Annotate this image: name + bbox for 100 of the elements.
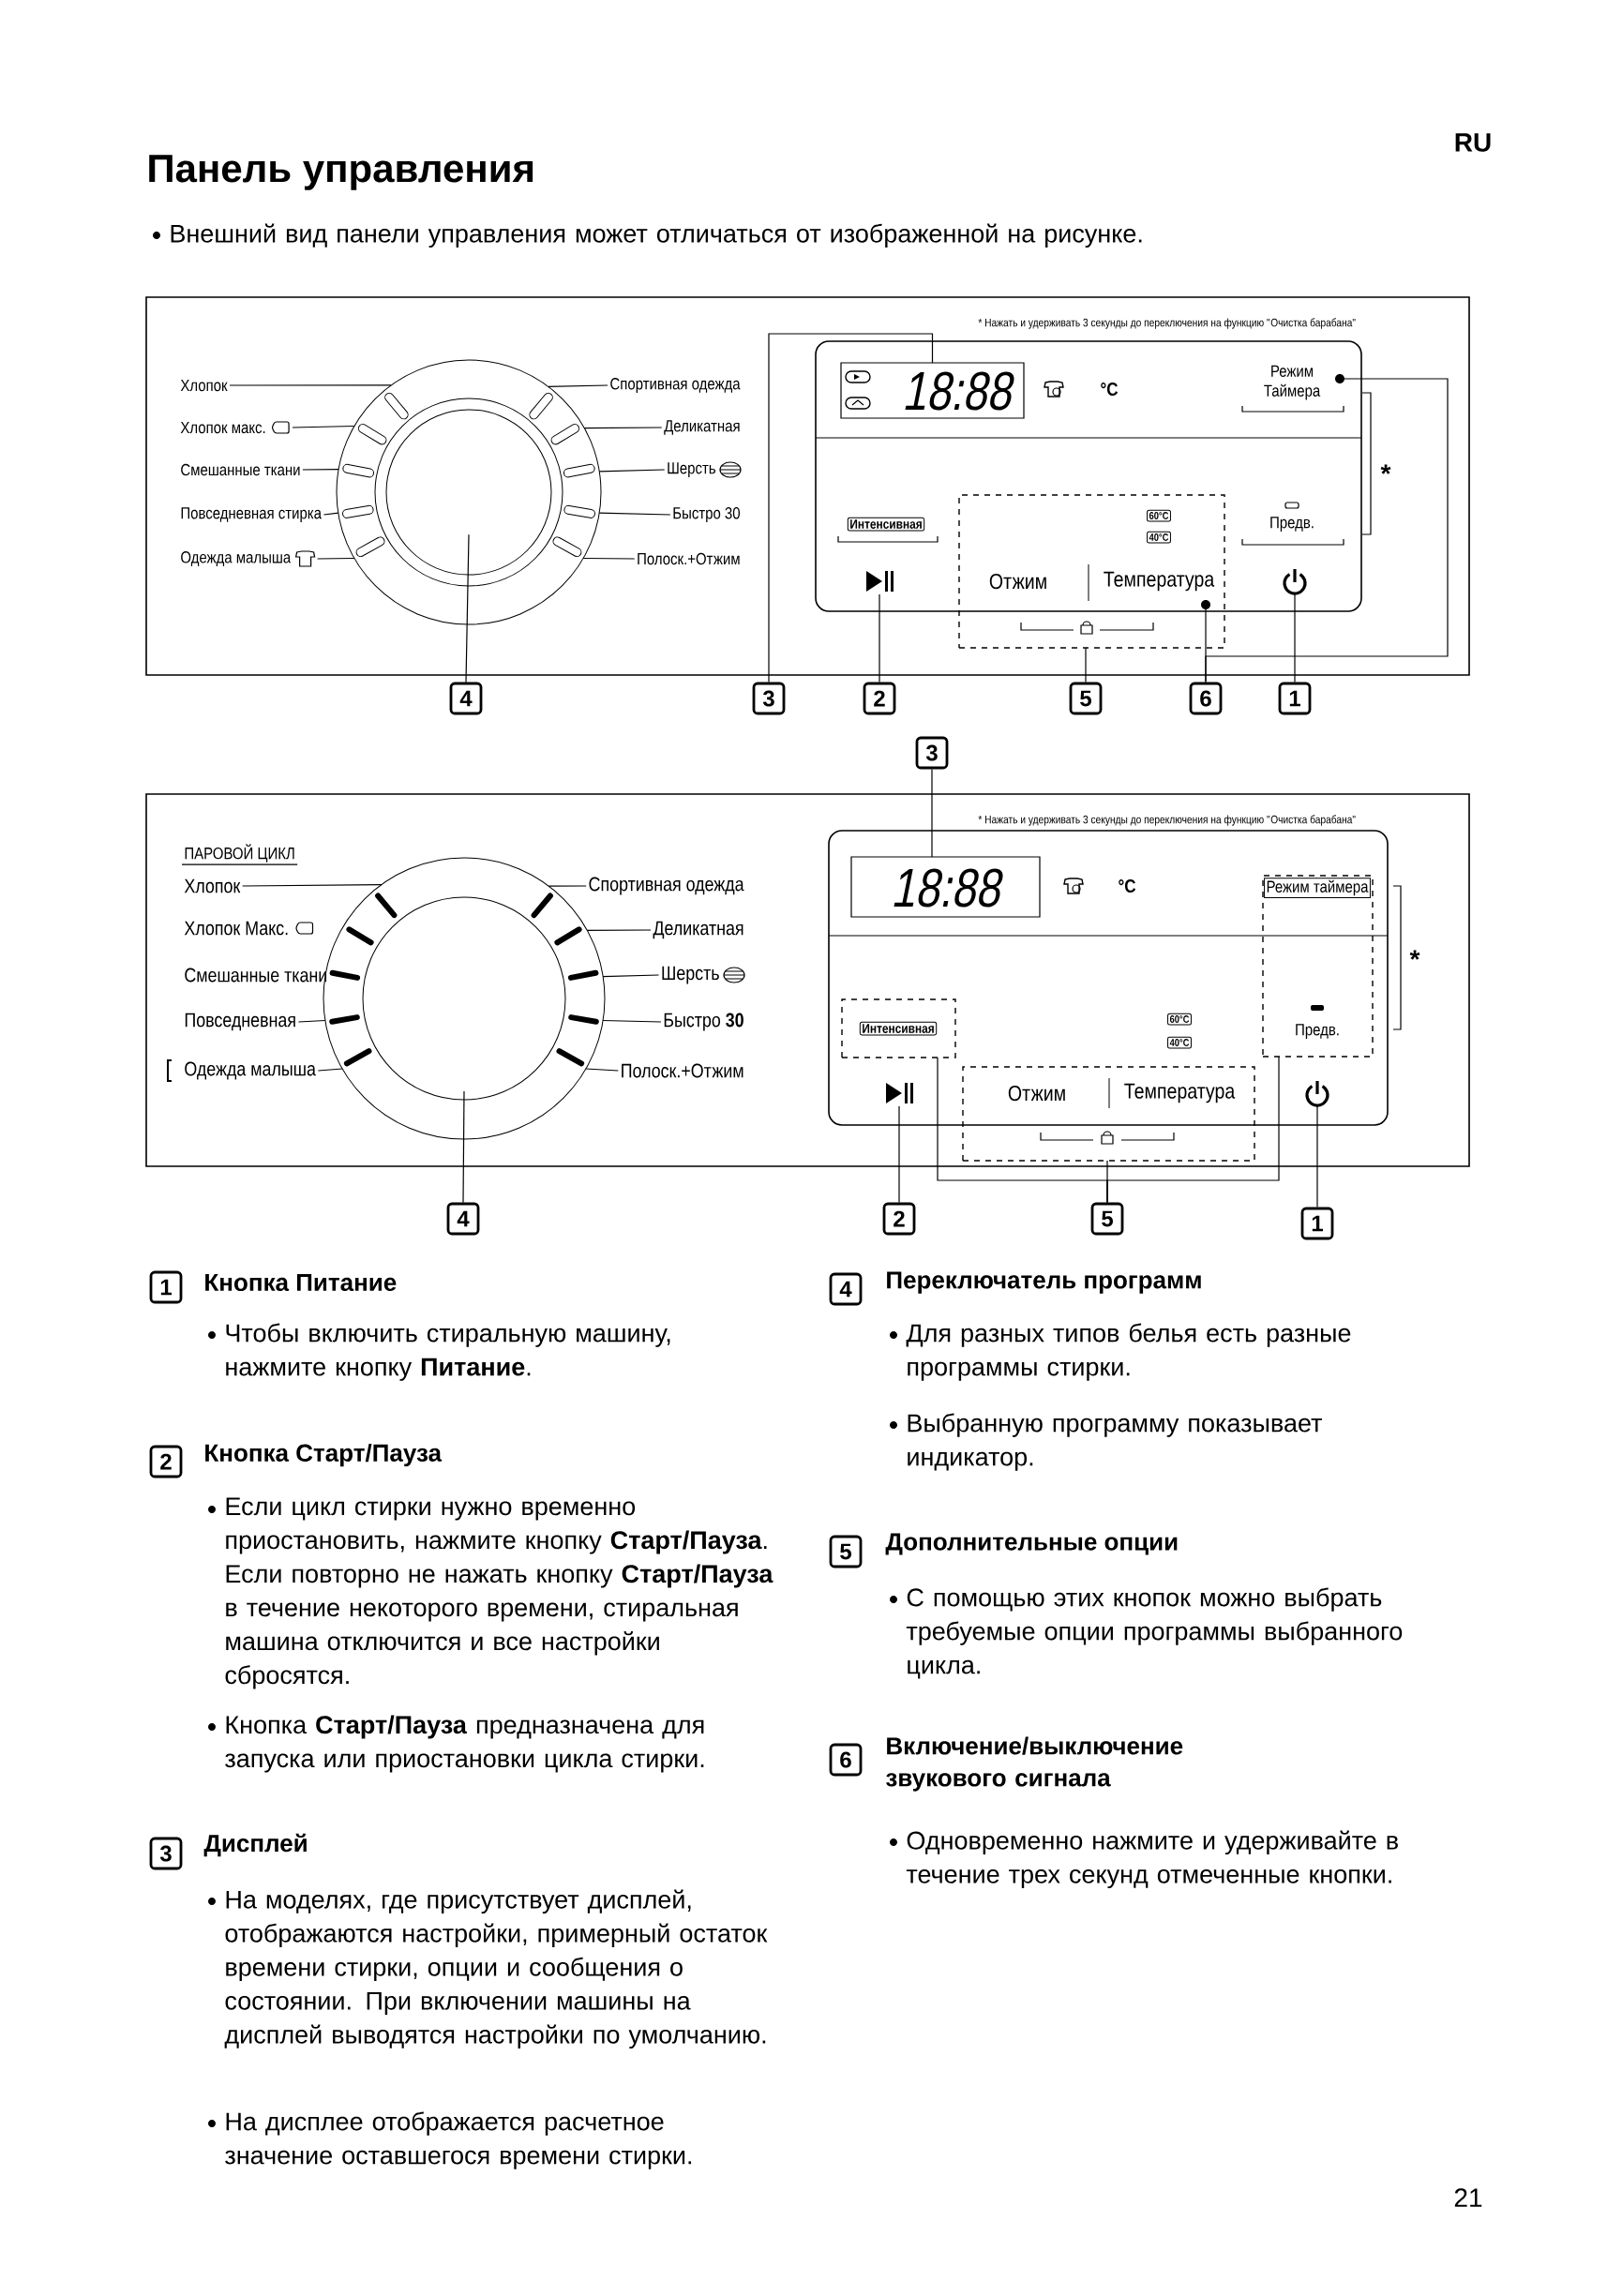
callout-number: 6 [1189,682,1223,715]
timer-button: Режим таймера [1264,878,1371,898]
callout-number: 2 [149,1445,183,1478]
callout-number: 1 [1300,1207,1334,1240]
display-screen: 18:88 [840,362,1025,419]
callout-number: 3 [149,1837,183,1870]
callout-number: 3 [915,736,949,770]
callout-number: 2 [863,682,896,715]
power-icon [1283,569,1307,595]
program-label: Повседневная [185,1013,295,1031]
option-label: Температура [1124,1083,1236,1103]
option-label: Отжим [989,573,1046,590]
program-label: Одежда малыша [181,551,292,566]
leader-line [582,557,636,560]
unit-label: °C [1119,878,1136,893]
button-label: Предв. [1296,1024,1339,1039]
leader-line [548,384,608,387]
play-pause-icon [866,571,894,592]
leader-line [586,929,652,931]
option-button: 40°C [1147,531,1171,544]
program-label: Быстро 30 [673,507,740,522]
leader-line [1106,1056,1280,1204]
leader-line [465,533,470,683]
program-dial [336,359,602,625]
leader-line [548,885,587,887]
leader-line [317,557,355,560]
option-group [958,494,1225,649]
bullet-text: С помощью этих кнопок можно выбрать требуемые опции программы выбранного цикла. [890,1587,1403,1679]
display-screen: 18:88 [850,856,1041,918]
option-label: Температура [1104,571,1215,592]
callout-number: 3 [752,682,786,715]
note-text: * Нажать и удерживать 3 секунды до переключения на функцию "Очистка барабана" [978,318,1356,329]
option-button: 60°C [1147,509,1171,522]
leader-line [898,1105,900,1204]
program-label: Хлопок [184,878,241,893]
callout-number: 5 [1069,682,1103,715]
section-heading: Кнопка Питание [205,1273,397,1292]
section-label: ПАРОВОЙ ЦИКЛ [181,844,298,865]
leader-line [229,384,392,386]
program-label: Деликатная [664,420,740,435]
panel-frame [145,296,1470,676]
program-label: Смешанные ткани [181,463,300,476]
leader-line [585,1068,619,1072]
bullet-text: Для разных типов белья есть разные программы стирки. [890,1323,1351,1381]
program-label: Спортивная одежда [610,378,741,393]
asterisk-mark: * [1409,950,1420,960]
leader-line [1205,378,1449,683]
panel-frame [145,793,1470,1167]
callout-number: 2 [882,1202,916,1236]
leader-line [317,1068,343,1072]
leader-line [462,1090,465,1204]
leader-line [302,468,339,471]
control-panel [828,830,1389,1126]
bullet-text: На дисплее отображается расчетное значение оставшегося времени стирки. [208,2111,692,2169]
leader-line [879,593,880,683]
bullet-text: Если цикл стирки нужно временно приостановить, нажмите кнопку Старт/Пауза. Если повторно не нажать кнопку Старт/Пауза в течение некоторого времени, стиральная машина отключится и все настройки сбросятся. [208,1497,773,1689]
section-heading: Переключатель программ [887,1271,1201,1294]
callout-number: 4 [829,1272,863,1306]
page-number: 21 [1454,2188,1482,2207]
leader-line [323,512,339,516]
intensive-button-group [841,998,956,1058]
callout-number: 4 [449,682,483,715]
program-label: Деликатная [653,921,743,939]
callout-number: 4 [446,1202,480,1236]
section-heading: Дополнительные опции [885,1533,1178,1555]
note-text: * Нажать и удерживать 3 секунды до переключения на функцию "Очистка барабана" [978,815,1356,826]
callout-number: 6 [829,1743,863,1777]
bullet-text: Кнопка Старт/Пауза предназначена для запуска или приостановки цикла стирки. [208,1715,704,1773]
leader-line [598,469,666,473]
program-label: Смешанные ткани [185,968,327,983]
leader-line [1316,1105,1318,1208]
program-label: Хлопок [180,379,228,392]
control-panel [815,340,1362,612]
section-heading: Дисплей [203,1833,307,1857]
leader-line [602,974,660,978]
leader-line [602,1019,662,1023]
button-label: Предв. [1241,517,1344,546]
language-code: RU [1455,133,1491,152]
bullet-text: Чтобы включить стиральную машину, нажмите кнопку Питание. [208,1323,670,1381]
option-button: Интенсивная [859,1021,938,1036]
bullet-text: Одновременно нажмите и удерживайте в течение трех секунд отмеченные кнопки. [890,1830,1398,1889]
option-button: 60°C [1167,1013,1192,1026]
bullet-text: На моделях, где присутствует дисплей, отображаются настройки, примерный остаток времени стирки, опции и сообщения о состоянии. При включении машины на дисплей выводятся настройки по умолчанию. [208,1889,768,2049]
option-group [962,1066,1255,1162]
page-title: Панель управления [149,155,533,190]
leader-line [583,427,663,429]
leader-line [297,1019,326,1023]
option-label: Отжим [1008,1085,1065,1102]
program-label: Полоск.+Отжим [638,552,740,565]
option-button: 40°C [1167,1036,1192,1049]
section-heading: Кнопка Старт/Пауза [205,1443,443,1467]
button-label: Интенсивная [837,517,939,543]
callout-number: 1 [149,1270,183,1304]
callout-number: 5 [829,1535,863,1568]
leader-line [931,768,933,858]
program-label: Быстро 30 [664,1013,743,1031]
program-label: Шерсть [668,462,715,477]
leader-line [242,884,383,887]
timer-button-group [1262,875,1374,1058]
program-label: Повседневная стирка [181,507,322,522]
